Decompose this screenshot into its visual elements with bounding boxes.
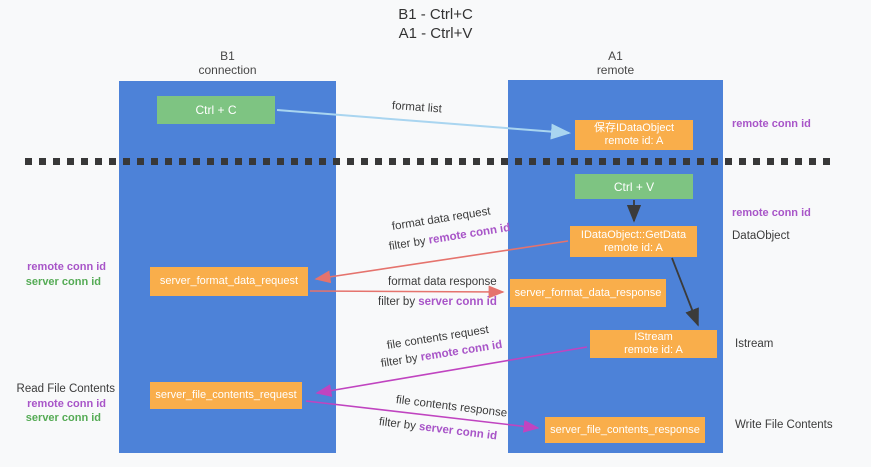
remote-conn-id-key: remote conn id bbox=[427, 221, 512, 247]
save-idataobject-line2: remote id: A bbox=[604, 135, 664, 147]
server-file-contents-response-label: server_file_contents_response bbox=[550, 423, 700, 436]
server-format-data-request-label: server_format_data_request bbox=[159, 275, 299, 287]
server-format-data-request-node: server_format_data_request bbox=[150, 267, 308, 296]
right-remote-conn-id-mid-label: remote conn id bbox=[732, 207, 811, 219]
filter-by-text: filter by bbox=[380, 351, 422, 370]
istream-side-label: Istream bbox=[735, 338, 774, 350]
save-idataobject-line1: 保存IDataObject bbox=[593, 122, 675, 134]
getdata-line2: remote id: A bbox=[604, 241, 663, 254]
diagram-title-line1: B1 - Ctrl+C bbox=[398, 6, 473, 23]
left-server-conn-id-top-label: server conn id bbox=[25, 276, 101, 288]
file-contents-response-filter-label: filter by server conn id bbox=[378, 416, 497, 442]
ctrl-v-label: Ctrl + V bbox=[613, 179, 655, 194]
istream-line1: IStream bbox=[634, 331, 673, 343]
ctrl-c-label: Ctrl + C bbox=[195, 103, 237, 117]
save-idataobject-node: 保存IDataObject remote id: A bbox=[575, 120, 693, 150]
idataobject-getdata-node: IDataObject::GetData remote id: A bbox=[570, 226, 697, 257]
dataobject-label: DataObject bbox=[732, 230, 790, 242]
format-list-arrow-label: format list bbox=[391, 100, 443, 116]
filter-by-text: filter by bbox=[378, 296, 419, 308]
ctrl-v-node: Ctrl + V bbox=[575, 174, 693, 199]
right-column-name: A1 bbox=[608, 49, 623, 63]
istream-node: IStream remote id: A bbox=[590, 330, 717, 358]
server-format-data-response-label: server_format_data_response bbox=[514, 286, 662, 299]
left-column-header: B1 connection bbox=[119, 49, 336, 77]
file-contents-response-arrow-label: file contents response bbox=[395, 394, 508, 420]
ctrl-c-node: Ctrl + C bbox=[157, 96, 275, 124]
server-conn-id-key: server conn id bbox=[418, 420, 498, 443]
server-file-contents-response-node: server_file_contents_response bbox=[545, 417, 705, 443]
phase-separator-dashed-line bbox=[25, 158, 833, 165]
left-remote-conn-id-top-label: remote conn id bbox=[27, 261, 106, 273]
left-column-name: B1 bbox=[220, 49, 235, 63]
right-remote-conn-id-top-label: remote conn id bbox=[732, 118, 811, 130]
istream-line2: remote id: A bbox=[624, 344, 683, 356]
left-server-conn-id-bottom-label: server conn id bbox=[25, 412, 101, 424]
server-file-contents-request-node: server_file_contents_request bbox=[150, 382, 302, 409]
getdata-line1: IDataObject::GetData bbox=[580, 228, 687, 241]
diagram-title-line2: A1 - Ctrl+V bbox=[398, 25, 473, 42]
server-conn-id-key: server conn id bbox=[418, 296, 497, 308]
server-format-data-response-node: server_format_data_response bbox=[510, 279, 666, 307]
format-data-response-filter-label: filter by server conn id bbox=[378, 296, 497, 308]
filter-by-text: filter by bbox=[378, 416, 420, 433]
right-column-role: remote bbox=[596, 63, 635, 77]
right-column-header: A1 remote bbox=[508, 49, 723, 77]
filter-by-text: filter by bbox=[388, 234, 430, 253]
read-file-contents-label: Read File Contents bbox=[16, 383, 115, 395]
write-file-contents-label: Write File Contents bbox=[735, 419, 833, 431]
left-column-role: connection bbox=[198, 63, 257, 77]
server-file-contents-request-label: server_file_contents_request bbox=[155, 389, 297, 401]
format-data-response-arrow bbox=[309, 285, 505, 299]
left-remote-conn-id-bottom-label: remote conn id bbox=[27, 398, 106, 410]
format-data-response-arrow-label: format data response bbox=[388, 276, 497, 288]
